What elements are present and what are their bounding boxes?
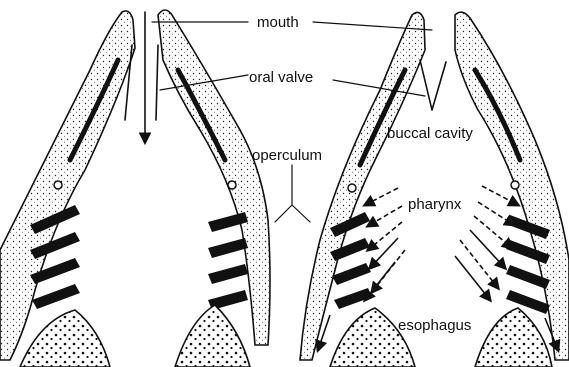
left-panel [0,10,270,367]
left-esophagus-wall-b [175,305,250,367]
label-mouth: mouth [257,14,299,31]
right-panel [300,12,569,367]
right-eye-dot [348,184,356,192]
right-esophagus-wall-b [475,308,552,367]
label-oral-valve: oral valve [249,69,313,86]
left-eye-dot [54,181,62,189]
left-eye-dot-2 [228,181,236,189]
operculum-leader [275,165,310,222]
label-pharynx: pharynx [408,196,462,213]
right-eye-dot-2 [511,181,519,189]
label-esophagus: esophagus [398,317,471,334]
right-oral-valve [420,60,446,110]
right-jaw-left-wall [300,12,425,360]
left-jaw-right-wall [158,10,270,345]
label-operculum: operculum [252,147,322,164]
left-esophagus-wall-a [20,310,110,367]
label-buccal-cavity: buccal cavity [387,125,473,142]
